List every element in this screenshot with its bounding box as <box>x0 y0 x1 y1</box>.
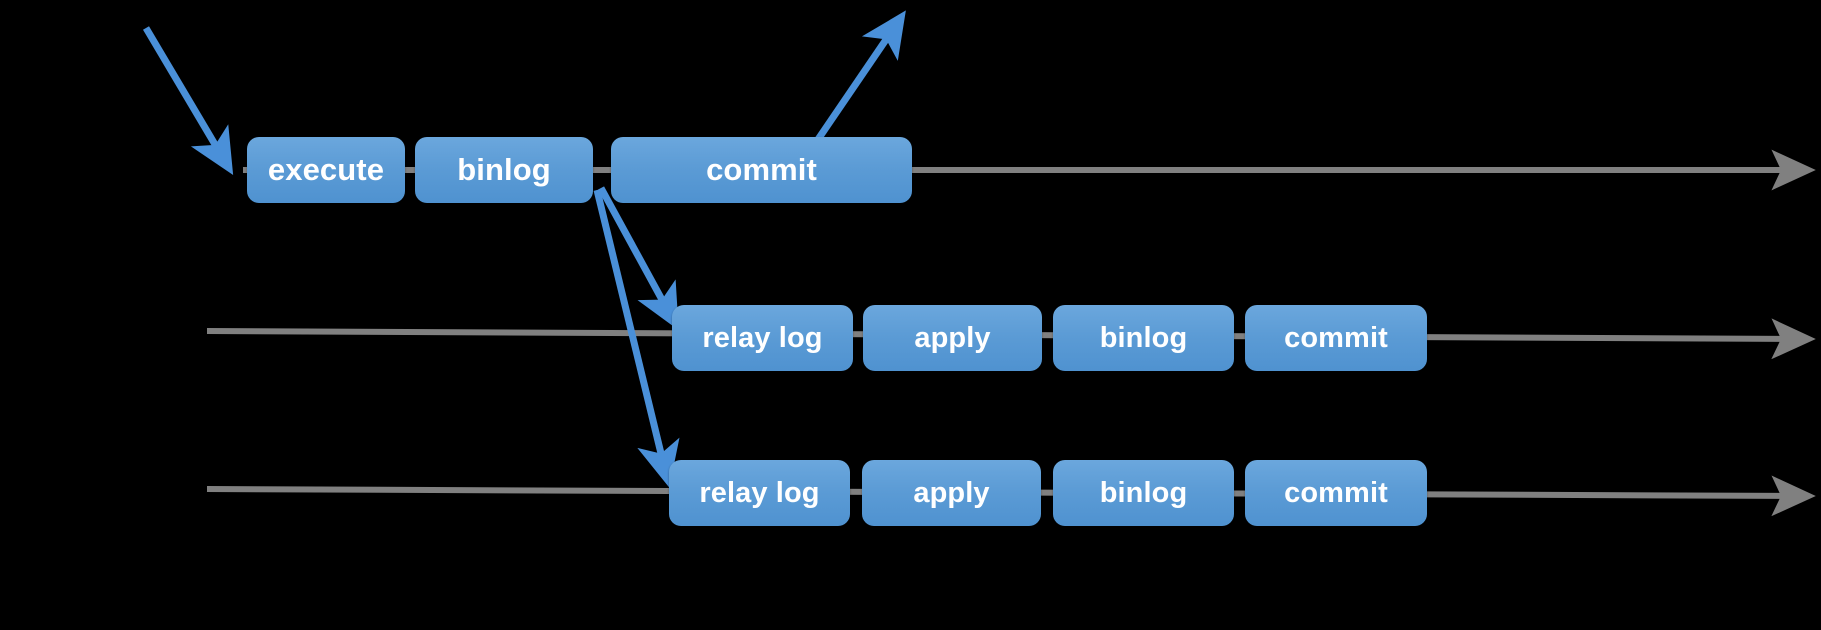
binlog-to-replica-two-arrow <box>593 189 680 488</box>
node-label: apply <box>913 476 990 509</box>
node-label: apply <box>914 321 991 354</box>
node-label: binlog <box>1099 321 1188 354</box>
node-replica-one-relay-log[interactable]: relay log <box>672 305 853 371</box>
node-replica-one-commit[interactable]: commit <box>1245 305 1427 371</box>
node-label: relay log <box>702 321 823 354</box>
node-label: commit <box>706 152 817 187</box>
node-label: binlog <box>1099 476 1188 509</box>
node-replica-two-binlog[interactable]: binlog <box>1053 460 1234 526</box>
node-label: binlog <box>457 152 551 187</box>
node-source-commit[interactable]: commit <box>611 137 912 203</box>
node-label: execute <box>267 152 385 187</box>
node-replica-two-apply[interactable]: apply <box>862 460 1041 526</box>
binlog-to-replica-one-arrow <box>597 186 679 331</box>
node-replica-one-apply[interactable]: apply <box>863 305 1042 371</box>
node-label: relay log <box>699 476 820 509</box>
incoming-request-arrow <box>142 26 234 176</box>
node-replica-two-relay-log[interactable]: relay log <box>669 460 850 526</box>
node-replica-one-binlog[interactable]: binlog <box>1053 305 1234 371</box>
node-label: commit <box>1284 476 1388 509</box>
node-source-binlog[interactable]: binlog <box>415 137 593 203</box>
node-label: commit <box>1284 321 1388 354</box>
node-source-execute[interactable]: execute <box>247 137 405 203</box>
node-replica-two-commit[interactable]: commit <box>1245 460 1427 526</box>
